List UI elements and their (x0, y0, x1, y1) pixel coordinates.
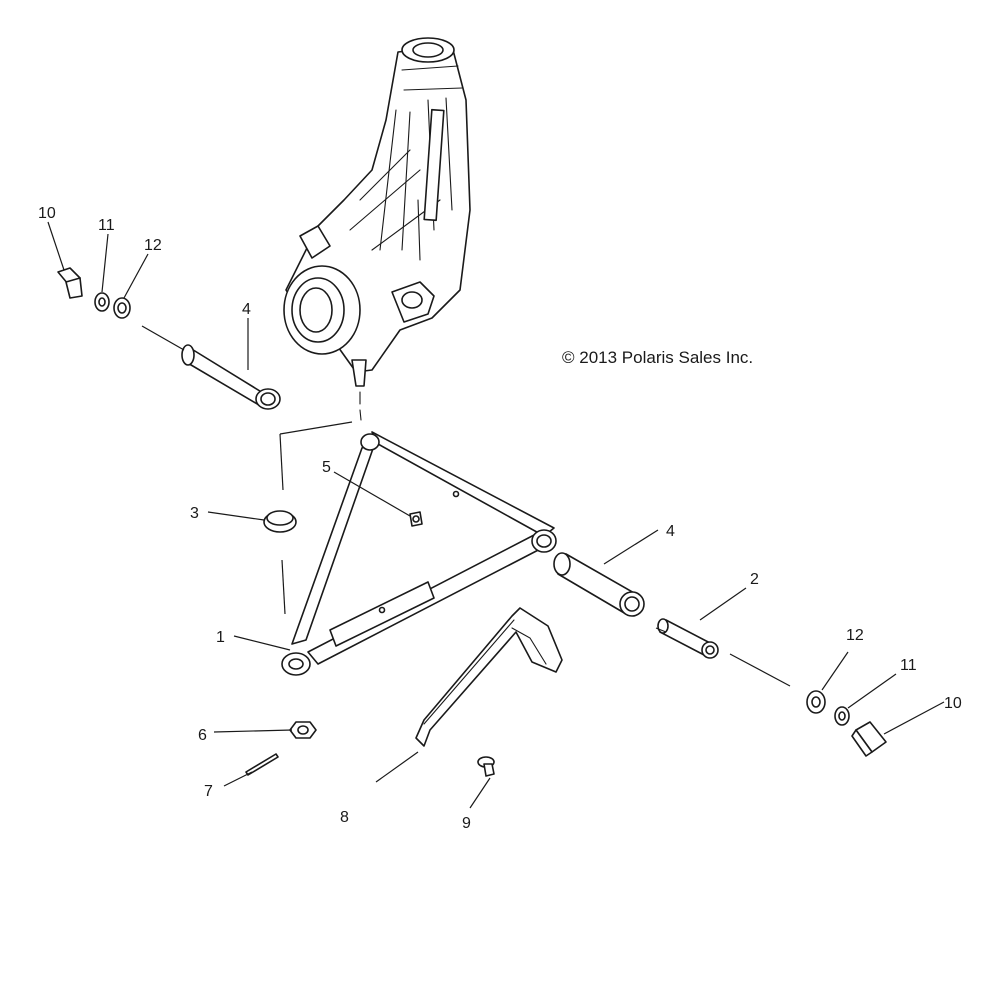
callout-6: 6 (198, 727, 207, 744)
a-arm-guard-8 (415, 607, 563, 747)
assembly-lines (141, 325, 791, 687)
callout-5: 5 (322, 459, 331, 476)
bolt-10-left (57, 267, 83, 299)
callout-4-left: 4 (242, 301, 251, 318)
zerk-fitting-5 (409, 511, 423, 527)
callout-11-right: 11 (900, 657, 917, 674)
castle-nut-6 (289, 721, 317, 739)
washer-12-left (113, 297, 131, 319)
callout-12-right: 12 (846, 627, 864, 644)
callout-3: 3 (190, 505, 199, 522)
sleeve-2 (657, 618, 719, 659)
screw-9 (477, 756, 495, 777)
bushing-4-left (181, 344, 281, 410)
steering-knuckle (283, 37, 471, 421)
callout-8: 8 (340, 809, 349, 826)
callout-7: 7 (204, 783, 213, 800)
washer-12-right (806, 690, 826, 714)
callout-9: 9 (462, 815, 471, 832)
lock-washer-11-right (834, 706, 850, 726)
callout-4-right: 4 (666, 523, 675, 540)
callout-11-left: 11 (98, 217, 115, 234)
a-arm (281, 431, 557, 676)
callout-leaders (47, 221, 945, 809)
callout-10-right: 10 (944, 695, 962, 712)
callout-labels: 10 11 12 4 5 3 1 4 2 12 11 10 6 7 8 9 (38, 205, 962, 832)
bolt-10-right (851, 721, 887, 757)
callout-2: 2 (750, 571, 759, 588)
bushing-3 (263, 510, 297, 533)
callout-10-left: 10 (38, 205, 56, 222)
callout-1: 1 (216, 629, 225, 646)
lock-washer-11-left (94, 292, 110, 312)
bushing-4-right (553, 552, 645, 617)
callout-12-left: 12 (144, 237, 162, 254)
cotter-pin-7 (245, 753, 279, 776)
copyright-notice: © 2013 Polaris Sales Inc. (562, 348, 753, 367)
